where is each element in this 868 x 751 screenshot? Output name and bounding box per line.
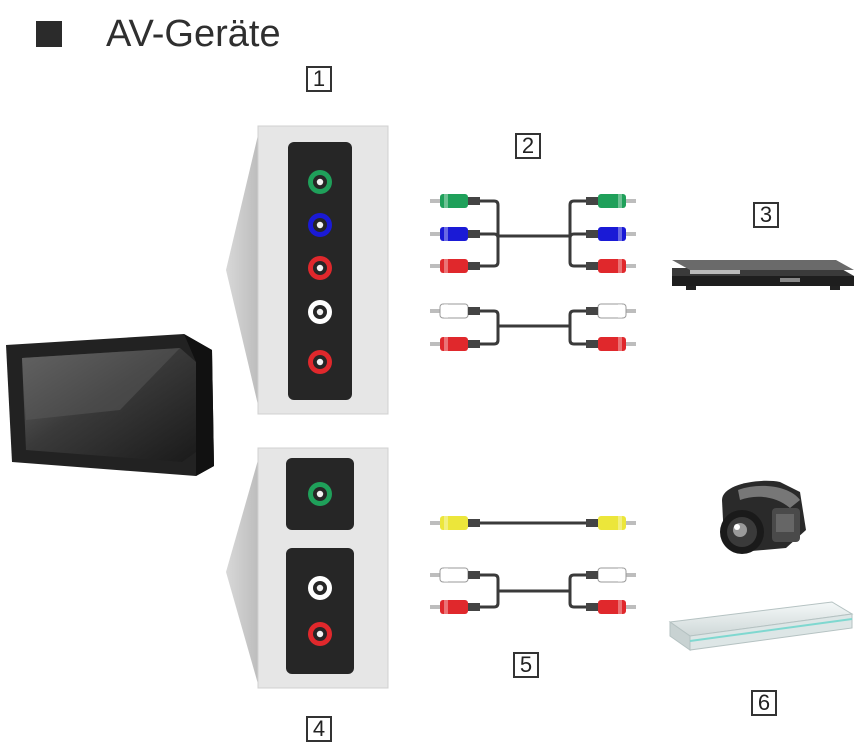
callout-1: 1 <box>306 66 332 92</box>
red-jack <box>308 350 332 374</box>
green-jack <box>308 170 332 194</box>
white-jack <box>308 300 332 324</box>
red-left-plug <box>430 337 480 351</box>
red-left-plug <box>430 259 480 273</box>
camcorder-icon <box>720 480 806 554</box>
jack-panel-top <box>226 125 389 415</box>
green-jack <box>308 482 332 506</box>
yellow-right-plug <box>586 516 636 530</box>
bullet-square-icon <box>36 21 62 47</box>
white-right-plug <box>586 567 636 583</box>
callout-2: 2 <box>515 133 541 159</box>
dvd-player-icon <box>672 260 854 290</box>
red-jack <box>308 622 332 646</box>
jack-column-bottom <box>308 482 332 646</box>
yellow-left-plug <box>430 516 480 530</box>
red-jack <box>308 256 332 280</box>
red-right-plug <box>586 337 636 351</box>
white-jack <box>308 576 332 600</box>
green-right-plug <box>586 194 636 208</box>
cable-group <box>430 194 636 614</box>
audio-bottom-cable <box>430 567 636 614</box>
white-left-plug <box>430 567 480 583</box>
component-cable <box>430 194 636 273</box>
video-cable <box>430 516 636 530</box>
red-left-plug <box>430 600 480 614</box>
audio-top-cable <box>430 303 636 351</box>
blue-jack <box>308 213 332 237</box>
callout-5: 5 <box>513 652 539 678</box>
jack-column-top <box>308 170 332 374</box>
callout-6: 6 <box>751 690 777 716</box>
callout-3: 3 <box>753 202 779 228</box>
green-left-plug <box>430 194 480 208</box>
section-heading: AV-Geräte <box>36 8 281 60</box>
white-left-plug <box>430 303 480 319</box>
callout-4: 4 <box>306 716 332 742</box>
game-console-icon <box>668 601 854 651</box>
blue-left-plug <box>430 227 480 241</box>
red-right-plug <box>586 259 636 273</box>
blue-right-plug <box>586 227 636 241</box>
red-right-plug <box>586 600 636 614</box>
tv-icon <box>6 334 214 476</box>
page-title: AV-Geräte <box>106 12 281 55</box>
jack-panel-bottom <box>226 447 389 689</box>
white-right-plug <box>586 303 636 319</box>
